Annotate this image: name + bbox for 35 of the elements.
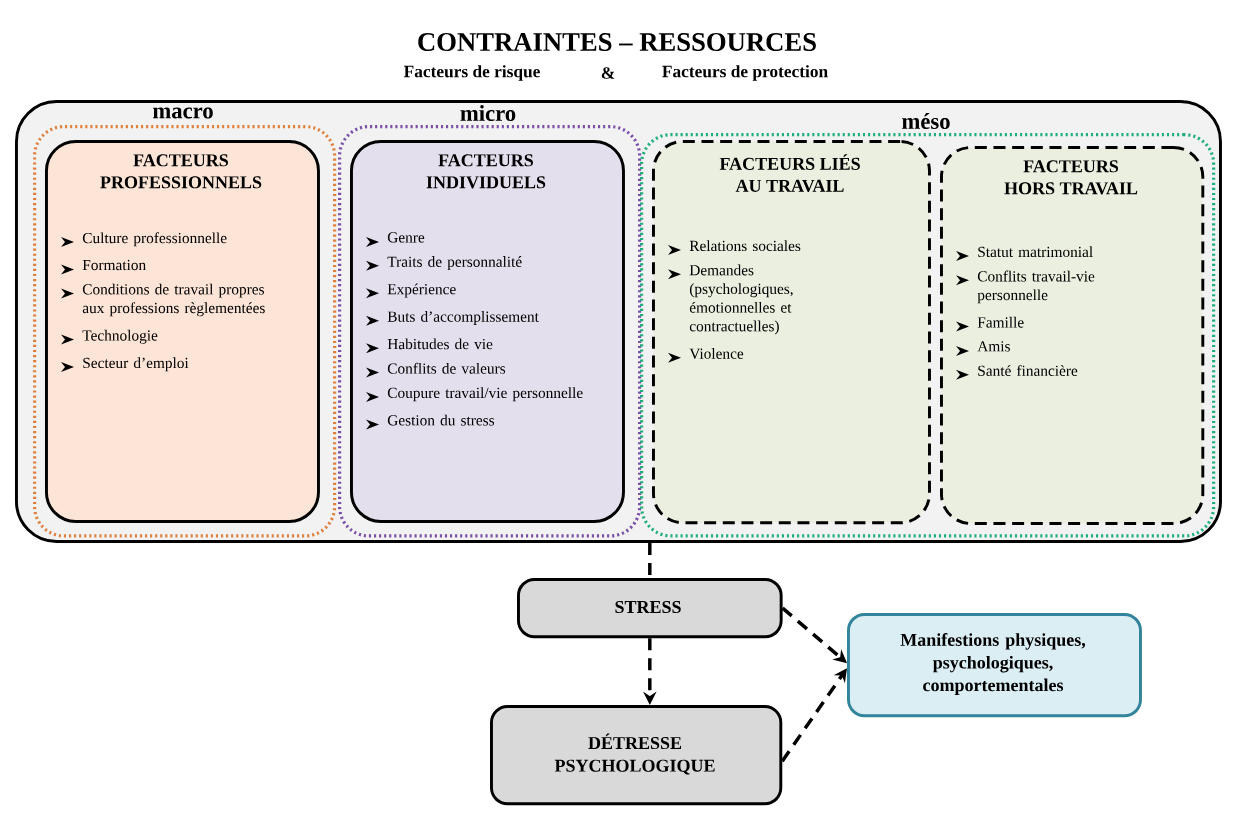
list-item: Violence xyxy=(689,348,744,359)
box-heading: FACTEURS LIÉS AU TRAVAIL xyxy=(719,154,860,192)
list-item: Famille xyxy=(977,316,1024,328)
list-item: Demandes (psychologiques, émotionnelles et contractuelles) xyxy=(689,264,793,335)
list-item: Santé financière xyxy=(978,365,1078,376)
list-item: Culture professionnelle xyxy=(82,232,227,247)
box-label: DÉTRESSE PSYCHOLOGIQUE xyxy=(554,733,715,775)
list-item: Secteur d’emploi xyxy=(83,357,189,372)
list-item: Coupure travail/vie personnelle xyxy=(387,387,583,402)
list-item: Amis xyxy=(977,341,1010,352)
box-heading: FACTEURS HORS TRAVAIL xyxy=(1004,160,1138,195)
subtitle: Facteurs de protection xyxy=(662,65,828,81)
subtitle: & xyxy=(601,67,615,79)
list-item: Gestion du stress xyxy=(387,414,495,426)
list-item: Conflits travail-vie personnelle xyxy=(977,270,1095,304)
box-label: STRESS xyxy=(615,600,681,614)
list-item: Genre xyxy=(387,232,425,243)
group-label: méso xyxy=(902,113,950,129)
list-item: Conditions de travail propres aux professions règlementées xyxy=(82,283,265,317)
box-heading: FACTEURS INDIVIDUELS xyxy=(426,154,546,189)
box-heading: FACTEURS PROFESSIONNELS xyxy=(100,154,262,189)
group-label: micro xyxy=(460,105,516,121)
list-item: Technologie xyxy=(82,329,158,344)
list-item: Habitudes de vie xyxy=(387,338,493,350)
group-label: macro xyxy=(153,107,213,119)
title: CONTRAINTES – RESSOURCES xyxy=(418,33,816,51)
box-label: Manifestions physiques, psychologiques, comportementales xyxy=(900,633,1086,695)
list-item: Conflits de valeurs xyxy=(387,362,506,374)
subtitle: Facteurs de risque xyxy=(403,65,540,81)
list-item: Traits de personnalité xyxy=(387,256,522,271)
list-item: Expérience xyxy=(387,283,456,298)
list-item: Statut matrimonial xyxy=(978,246,1093,258)
list-item: Formation xyxy=(82,259,146,271)
list-item: Relations sociales xyxy=(689,240,801,252)
list-item: Buts d’accomplissement xyxy=(387,311,539,325)
